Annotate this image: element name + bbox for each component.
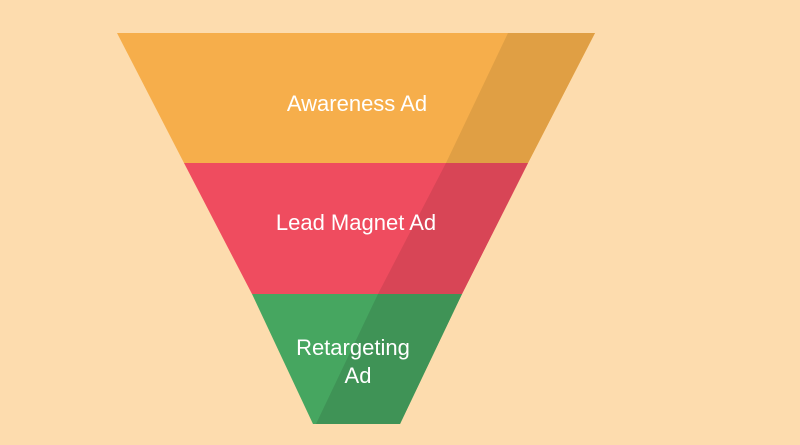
funnel-stage-lead-magnet: Lead Magnet Ad [184,163,528,294]
stage-lead-magnet-label-line-1: Lead Magnet Ad [276,210,436,235]
stage-retargeting-label: Retargeting Ad [296,335,416,388]
stage-lead-magnet-shade [378,163,528,294]
stage-awareness-shade [446,33,595,163]
funnel-stage-awareness: Awareness Ad [117,33,595,163]
stage-retargeting-shade [316,294,462,424]
funnel-stage-retargeting: Retargeting Ad [252,294,462,424]
stage-awareness-label: Awareness Ad [287,91,427,116]
stage-retargeting-label-line-1: Retargeting [296,335,410,360]
stage-awareness-label-line-1: Awareness Ad [287,91,427,116]
stage-retargeting-label-line-2: Ad [345,363,372,388]
stage-lead-magnet-label: Lead Magnet Ad [276,210,436,235]
